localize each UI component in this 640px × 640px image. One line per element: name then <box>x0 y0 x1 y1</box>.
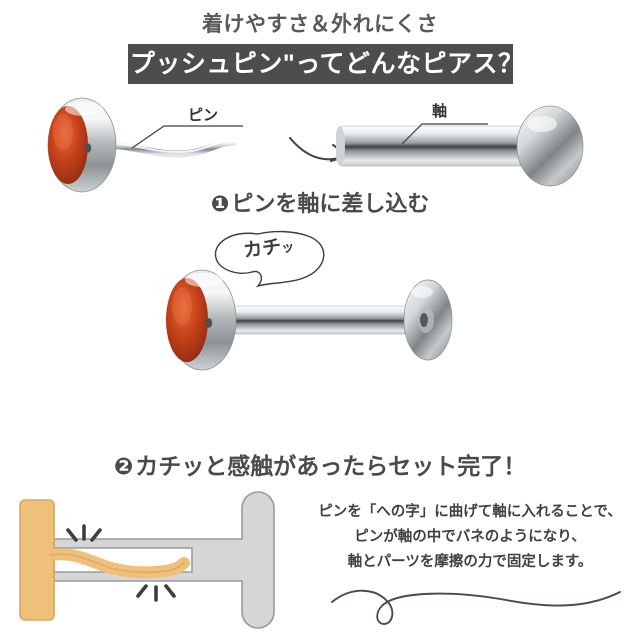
friction-mark-top <box>66 524 102 542</box>
page-subtitle: 着けやすさ＆外れにくさ <box>201 13 439 36</box>
page-title: "プッシュピン"ってどんなピアス？ <box>117 49 524 78</box>
explanation-line-2: ピンが軸の中でバネのようになり、 <box>354 528 586 545</box>
step-1-caption: ❶ピンを軸に差し込む <box>0 186 640 218</box>
earring-with-pin-image <box>47 97 238 193</box>
pin-label: ピン <box>188 107 219 124</box>
cross-section-diagram <box>19 491 275 629</box>
assembled-earring-image <box>166 269 453 371</box>
step-2-text: カチッと感触があったらセット完了！ <box>135 453 527 479</box>
step-1-number: ❶ <box>210 191 230 216</box>
explanation-line-1: ピンを「への字」に曲げて軸に入れることで、 <box>318 504 622 520</box>
pin-leader-line <box>131 125 243 149</box>
click-sound-main: カチ <box>242 236 283 263</box>
click-sound-small: ッ <box>280 238 296 256</box>
step-2-number: ❷ <box>113 453 134 479</box>
shaft-post-image <box>336 105 584 187</box>
decorative-flourish <box>331 589 621 625</box>
shaft-label: 軸 <box>432 103 448 120</box>
friction-mark-bottom <box>136 584 176 602</box>
explanation-text: ピンを「への字」に曲げて軸に入れることで、 ピンが軸の中でバネのようになり、 軸… <box>300 500 640 575</box>
click-sound-bubble <box>214 230 325 288</box>
step-1-text: ピンを軸に差し込む <box>231 191 430 216</box>
explanation-line-3: 軸とパーツを摩擦の力で固定します。 <box>347 553 593 570</box>
step-2-caption: ❷カチッと感触があったらセット完了！ <box>0 447 640 481</box>
shaft-leader-line <box>401 123 488 145</box>
title-band: "プッシュピン"ってどんなピアス？ <box>118 44 523 84</box>
